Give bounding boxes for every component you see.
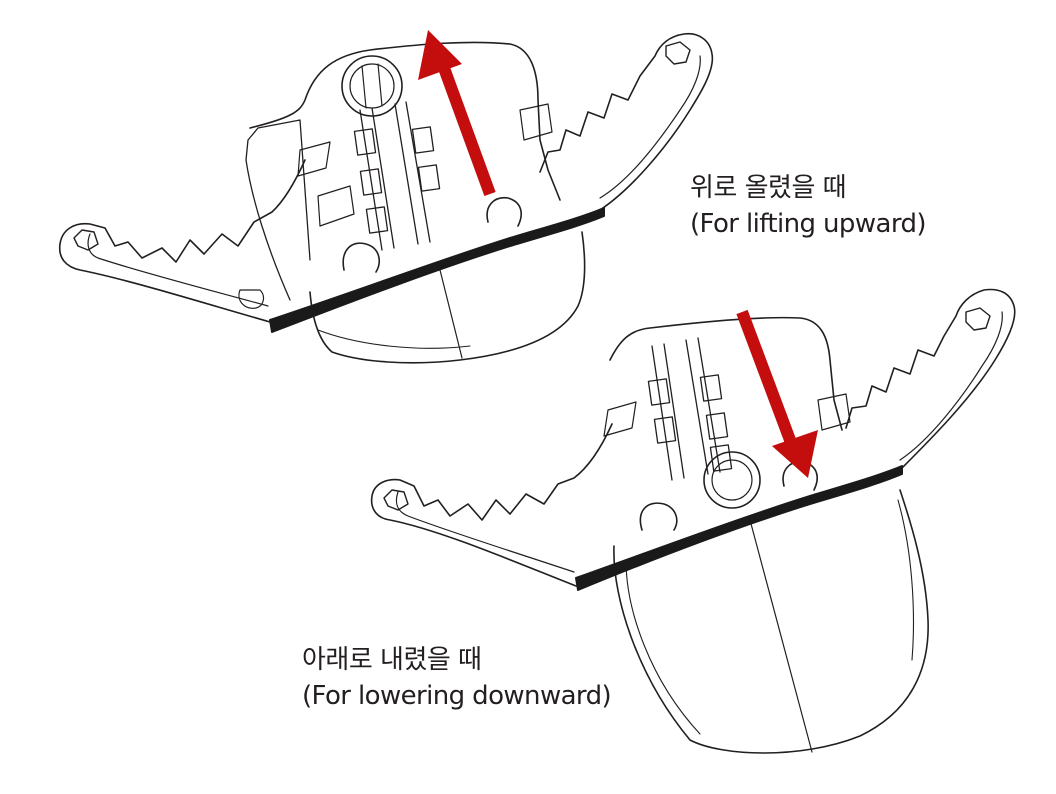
visor-plate-back [249,41,561,201]
cutout-lower-2 [817,393,851,431]
cutout-4 [238,289,265,309]
cutout-3 [519,103,553,141]
visor-lifted-illustration [58,32,714,364]
arrow-down-icon [736,309,818,478]
visor-center-seam-lower [749,519,813,753]
left-strap-inner [87,233,269,307]
headband-black [269,207,605,333]
slider-rails [353,101,441,251]
left-strap-tab-lower [383,489,409,511]
caption-lowering-english: (For lowering downward) [302,681,612,711]
right-strap-outline-lower [845,288,1016,471]
arrow-up-icon [418,30,496,197]
pivot-knob [341,55,403,117]
visor-plate-frame [245,119,311,301]
right-strap-outline [539,32,714,211]
left-strap-outline-lower [370,423,613,587]
cutout-1 [297,141,331,177]
visor-shield-rim-right [897,499,915,661]
pivot-knob-inner-lower [711,459,753,501]
right-strap-inner-lower [899,311,1003,461]
pivot-knob-inner [349,63,395,109]
caption-lowering-korean: 아래로 내렸을 때 [302,645,482,675]
right-strap-tab [665,41,691,65]
slider-rails-lower [647,337,733,481]
cutout-2 [317,185,355,227]
caption-lifting-korean: 위로 올렸을 때 [690,173,847,203]
left-strap-inner-lower [395,491,575,573]
visor-shield-lower [613,489,929,754]
left-strap-outline [58,159,306,323]
slot-left-lower [639,502,678,531]
caption-lifting-english: (For lifting upward) [690,209,927,239]
caption-lowering-downward: 아래로 내렸을 때 (For lowering downward) [302,642,612,714]
headband-black-lower [575,465,903,591]
visor-shield [309,231,586,364]
left-strap-tab [73,229,99,251]
cutout-lower-1 [603,401,637,437]
visor-lowered-illustration [370,288,1016,754]
right-strap-inner [599,55,701,199]
pivot-knob-lower [703,451,761,509]
slot-right [486,197,522,227]
caption-lifting-upward: 위로 올렸을 때 (For lifting upward) [690,170,927,242]
visor-center-seam [439,269,463,359]
right-strap-tab-lower [965,307,991,331]
visor-shield-rim-lower [625,559,701,735]
visor-plate-back-lower [609,316,843,431]
visor-shield-rim [317,329,471,349]
slot-left [342,242,380,273]
